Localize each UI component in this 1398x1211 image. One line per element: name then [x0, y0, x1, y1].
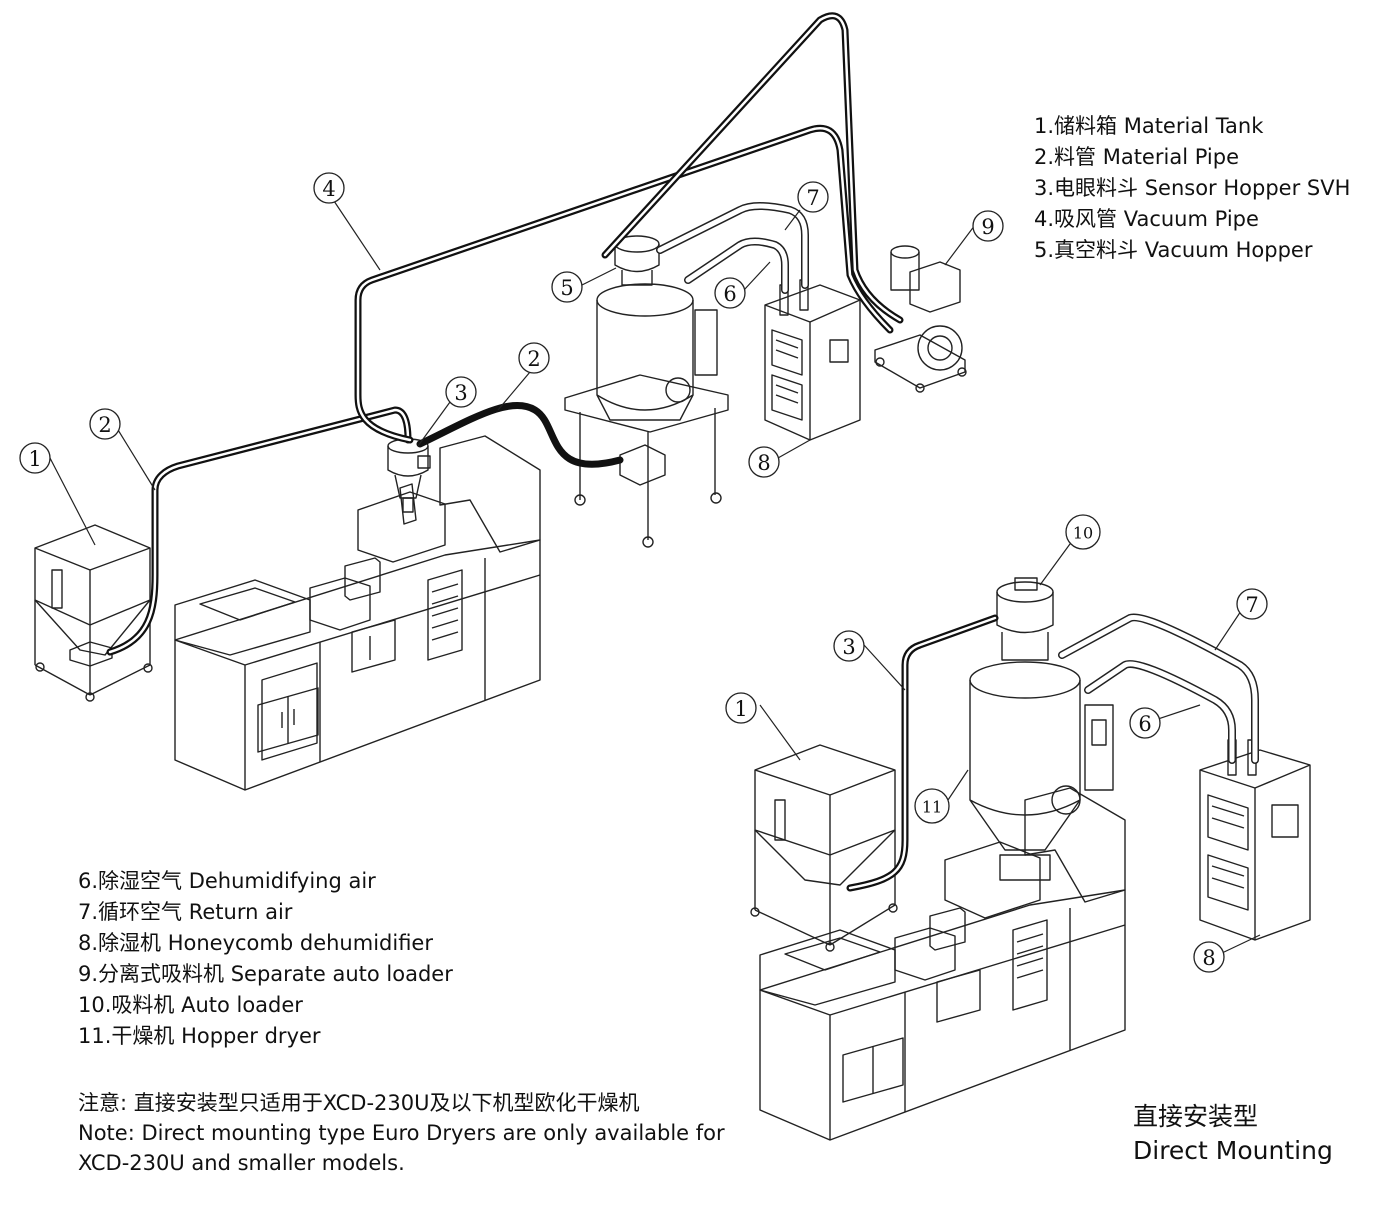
callout-8-bottom: 8 [1202, 946, 1215, 970]
legend-item-vacuum-hopper: 5.真空料斗 Vacuum Hopper [1034, 238, 1313, 262]
injection-machine-bottom [759, 787, 1126, 1141]
dehumidifier-bottom [1199, 739, 1311, 941]
legend-top: 1.储料箱 Material Tank 2.料管 Material Pipe 3… [1034, 111, 1350, 266]
note-line-en-2: XCD-230U and smaller models. [78, 1151, 405, 1175]
injection-machine-top [174, 435, 541, 791]
note-line-cn: 注意: 直接安装型只适用于XCD-230U及以下机型欧化干燥机 [78, 1091, 640, 1115]
legend-item-dehumidifying-air: 6.除湿空气 Dehumidifying air [78, 869, 376, 893]
hopper-dryer-top [564, 235, 729, 548]
legend-item-vacuum-pipe: 4.吸风管 Vacuum Pipe [1034, 207, 1259, 231]
callout-2-top-left: 2 [98, 413, 111, 437]
dehumidifier-top [764, 279, 861, 441]
legend-item-dehumidifier: 8.除湿机 Honeycomb dehumidifier [78, 931, 433, 955]
legend-item-hopper-dryer: 11.干燥机 Hopper dryer [78, 1024, 321, 1048]
material-tank-bottom [750, 744, 898, 952]
direct-mounting-cn: 直接安装型 [1133, 1102, 1259, 1131]
callout-1-bottom: 1 [734, 697, 747, 721]
callout-2-top-right: 2 [527, 347, 540, 371]
callout-7-top: 7 [806, 186, 819, 210]
note-text: 注意: 直接安装型只适用于XCD-230U及以下机型欧化干燥机 Note: Di… [78, 1088, 725, 1178]
direct-mounting-label: 直接安装型 Direct Mounting [1133, 1100, 1333, 1168]
hopper-dryer-bottom [969, 577, 1114, 881]
callout-leaders [49, 194, 1261, 954]
callout-1-top: 1 [28, 447, 41, 471]
legend-item-sensor-hopper: 3.电眼料斗 Sensor Hopper SVH [1034, 176, 1351, 200]
callout-4-top: 4 [322, 177, 335, 201]
legend-item-material-pipe: 2.料管 Material Pipe [1034, 145, 1239, 169]
legend-item-material-tank: 1.储料箱 Material Tank [1034, 114, 1264, 138]
material-tank-top [34, 524, 153, 702]
callout-8-top: 8 [757, 451, 770, 475]
callout-6-bottom: 6 [1138, 712, 1151, 736]
callout-6-top: 6 [723, 282, 736, 306]
note-line-en-1: Note: Direct mounting type Euro Dryers a… [78, 1121, 725, 1145]
legend-item-return-air: 7.循环空气 Return air [78, 900, 293, 924]
sensor-hopper-top [387, 438, 431, 513]
callout-10-bottom: 10 [1073, 524, 1093, 543]
callout-3-top: 3 [454, 381, 467, 405]
callout-7-bottom: 7 [1245, 593, 1258, 617]
legend-bottom: 6.除湿空气 Dehumidifying air 7.循环空气 Return a… [78, 866, 453, 1052]
pipes [106, 12, 1259, 892]
separate-auto-loader [874, 245, 967, 393]
callout-11-bottom: 11 [922, 798, 942, 817]
legend-item-auto-loader: 10.吸料机 Auto loader [78, 993, 303, 1017]
legend-item-separate-auto-loader: 9.分离式吸料机 Separate auto loader [78, 962, 453, 986]
callout-markers [19, 172, 1268, 973]
callout-9-top: 9 [981, 215, 994, 239]
callout-5-top: 5 [560, 276, 573, 300]
direct-mounting-en: Direct Mounting [1133, 1136, 1333, 1165]
callout-3-bottom: 3 [842, 635, 855, 659]
